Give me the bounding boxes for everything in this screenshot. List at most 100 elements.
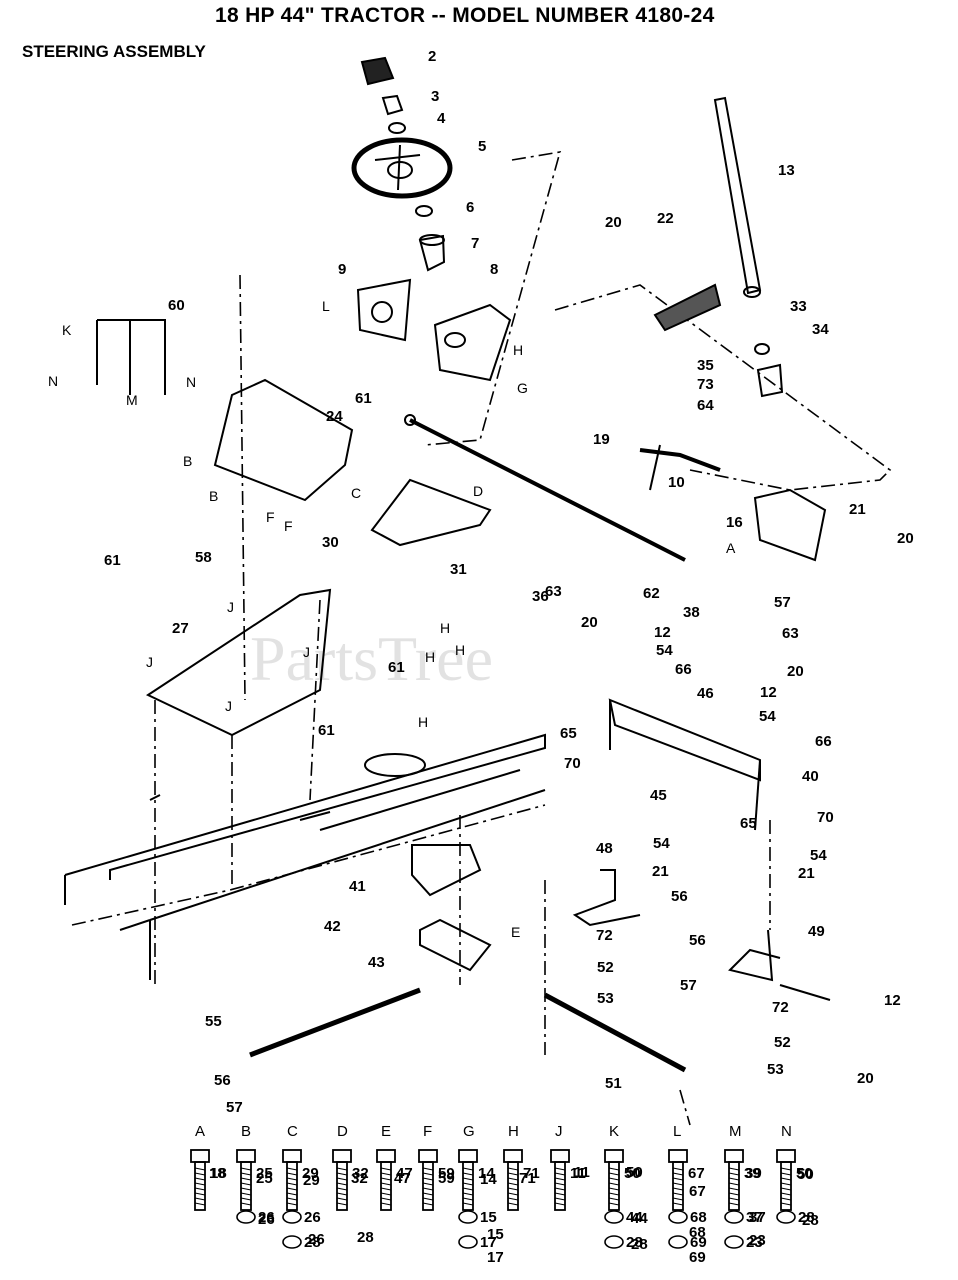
callout-65: 65 xyxy=(560,725,577,742)
callout-64: 64 xyxy=(697,397,714,414)
reference-letter-h: H xyxy=(513,342,523,358)
callout-11: 11 xyxy=(574,1164,590,1181)
callout-70: 70 xyxy=(817,809,834,826)
hardware-part-number: 47 xyxy=(396,1165,413,1182)
drag-link-part-55 xyxy=(249,987,421,1058)
callout-44: 44 xyxy=(631,1210,648,1227)
nut-washer-icon xyxy=(668,1210,688,1224)
callout-15: 15 xyxy=(487,1226,504,1243)
reference-letter-e: E xyxy=(511,924,520,940)
reference-letter-f: F xyxy=(284,518,293,534)
hardware-letter: N xyxy=(781,1123,792,1140)
hardware-part-number: 28 xyxy=(798,1209,815,1226)
steering-cap-part-2 xyxy=(360,56,395,86)
callout-39: 39 xyxy=(745,1165,762,1182)
page-title: 18 HP 44" TRACTOR -- MODEL NUMBER 4180-2… xyxy=(215,4,715,27)
hardware-letter: E xyxy=(381,1123,391,1140)
callout-61: 61 xyxy=(104,552,121,569)
callout-54: 54 xyxy=(759,708,776,725)
callout-63: 63 xyxy=(545,583,562,600)
nut-washer-icon xyxy=(236,1210,256,1224)
reference-letter-n: N xyxy=(186,374,196,390)
callout-48: 48 xyxy=(596,840,613,857)
bolt-shank-icon xyxy=(554,1161,566,1211)
bolt-shank-icon xyxy=(286,1161,298,1211)
callout-28: 28 xyxy=(357,1229,374,1246)
hardware-part-number: 11 xyxy=(570,1165,586,1182)
bolt-shank-icon xyxy=(336,1161,348,1211)
callout-20: 20 xyxy=(787,663,804,680)
callout-14: 14 xyxy=(480,1171,497,1188)
callout-9: 9 xyxy=(338,261,346,278)
callout-46: 46 xyxy=(697,685,714,702)
hardware-part-number: 18 xyxy=(210,1165,227,1182)
bolt-head-icon xyxy=(604,1149,624,1163)
callout-45: 45 xyxy=(650,787,667,804)
reference-letter-j: J xyxy=(146,654,153,670)
reference-letter-g: G xyxy=(517,380,528,396)
nut-washer-icon xyxy=(604,1235,624,1249)
callout-52: 52 xyxy=(597,959,614,976)
nut-part-3 xyxy=(381,94,404,116)
hardware-letter: D xyxy=(337,1123,348,1140)
callout-7: 7 xyxy=(471,235,479,252)
callout-69: 69 xyxy=(689,1249,706,1266)
bolt-shank-icon xyxy=(462,1161,474,1211)
hardware-part-number: 17 xyxy=(480,1234,497,1251)
callout-32: 32 xyxy=(351,1170,368,1187)
callout-56: 56 xyxy=(689,932,706,949)
bolt-head-icon xyxy=(503,1149,523,1163)
bolt-head-icon xyxy=(776,1149,796,1163)
callout-68: 68 xyxy=(689,1224,706,1241)
callout-47: 47 xyxy=(394,1170,411,1187)
reference-letter-k: K xyxy=(62,322,72,338)
callout-57: 57 xyxy=(774,594,791,611)
hardware-part-number: 28 xyxy=(304,1234,321,1251)
nut-washer-icon xyxy=(282,1210,302,1224)
callout-34: 34 xyxy=(812,321,829,338)
callout-28: 28 xyxy=(802,1212,819,1229)
reference-letter-b: B xyxy=(209,488,218,504)
hardware-letter: J xyxy=(555,1123,563,1140)
reference-letter-h: H xyxy=(425,649,435,665)
callout-25: 25 xyxy=(256,1170,273,1187)
reference-letter-l: L xyxy=(322,298,330,314)
callout-54: 54 xyxy=(656,642,673,659)
callout-16: 16 xyxy=(726,514,743,531)
callout-12: 12 xyxy=(884,992,901,1009)
part-callouts: 2345678910111212121314151617181920202020… xyxy=(104,48,914,1266)
callout-61: 61 xyxy=(388,659,405,676)
callout-54: 54 xyxy=(810,847,827,864)
callout-35: 35 xyxy=(697,357,714,374)
callout-20: 20 xyxy=(605,214,622,231)
callout-37: 37 xyxy=(749,1209,766,1226)
hardware-part-number: 29 xyxy=(302,1165,319,1182)
callout-21: 21 xyxy=(652,863,669,880)
callout-38: 38 xyxy=(683,604,700,621)
callout-57: 57 xyxy=(680,977,697,994)
hardware-letter: H xyxy=(508,1123,519,1140)
bolt-shank-icon xyxy=(422,1161,434,1211)
callout-10: 10 xyxy=(668,474,685,491)
callout-54: 54 xyxy=(653,835,670,852)
callout-56: 56 xyxy=(214,1072,231,1089)
callout-21: 21 xyxy=(798,865,815,882)
callout-12: 12 xyxy=(760,684,777,701)
callout-62: 62 xyxy=(643,585,660,602)
hardware-part-number: 26 xyxy=(258,1209,275,1226)
assembly-lines xyxy=(71,151,892,1126)
dash-panel-part-8 xyxy=(433,303,512,382)
callout-6: 6 xyxy=(466,199,474,216)
callout-59: 59 xyxy=(438,1170,455,1187)
bolt-head-icon xyxy=(190,1149,210,1163)
callout-53: 53 xyxy=(767,1061,784,1078)
washer-part-4 xyxy=(388,122,406,134)
front-axle-part-40 xyxy=(608,698,761,831)
bolt-head-icon xyxy=(724,1149,744,1163)
bracket-part-43 xyxy=(419,918,492,972)
